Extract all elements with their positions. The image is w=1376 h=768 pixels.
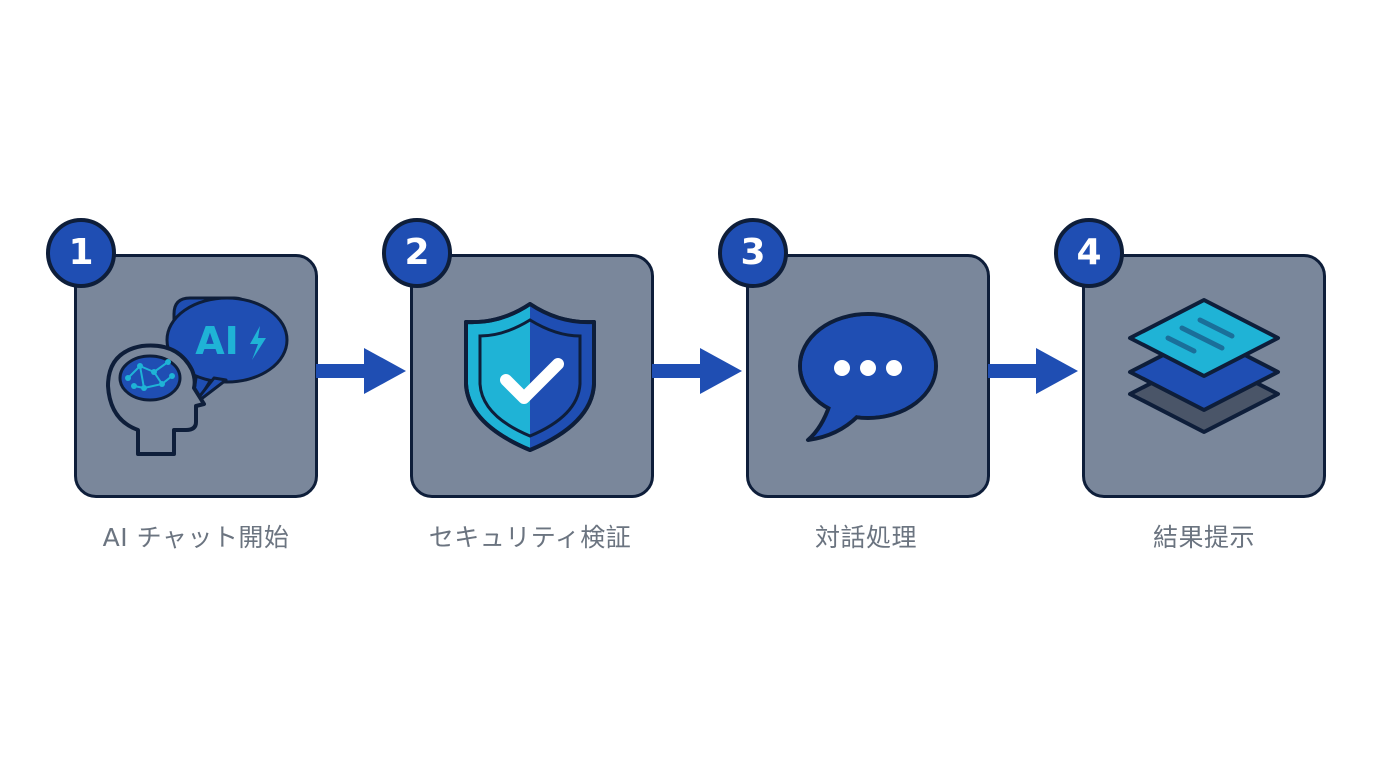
step-2: 2 — [382, 218, 654, 498]
step-4: 4 — [1054, 218, 1326, 498]
step-1: AI 1 — [46, 218, 318, 498]
shield-check-icon — [464, 302, 596, 452]
arrow-3-to-4 — [988, 348, 1078, 394]
step-4-label: 結果提示 — [1152, 523, 1255, 552]
ai-badge-text: AI — [195, 319, 239, 363]
step-3: 3 — [718, 218, 990, 498]
arrow-1-to-2 — [316, 348, 406, 394]
step-1-label: AI チャット開始 — [102, 523, 290, 552]
step-4-number-badge: 4 — [1054, 218, 1124, 288]
step-3-label: 対話処理 — [814, 523, 917, 552]
arrow-2-to-3 — [652, 348, 742, 394]
speech-bubble-dots-icon — [798, 312, 938, 442]
step-1-number-badge: 1 — [46, 218, 116, 288]
stacked-layers-icon — [1128, 298, 1280, 434]
step-2-number-badge: 2 — [382, 218, 452, 288]
step-3-number-badge: 3 — [718, 218, 788, 288]
step-2-label: セキュリティ検証 — [428, 523, 632, 552]
ai-chat-head-icon: AI — [106, 296, 289, 456]
